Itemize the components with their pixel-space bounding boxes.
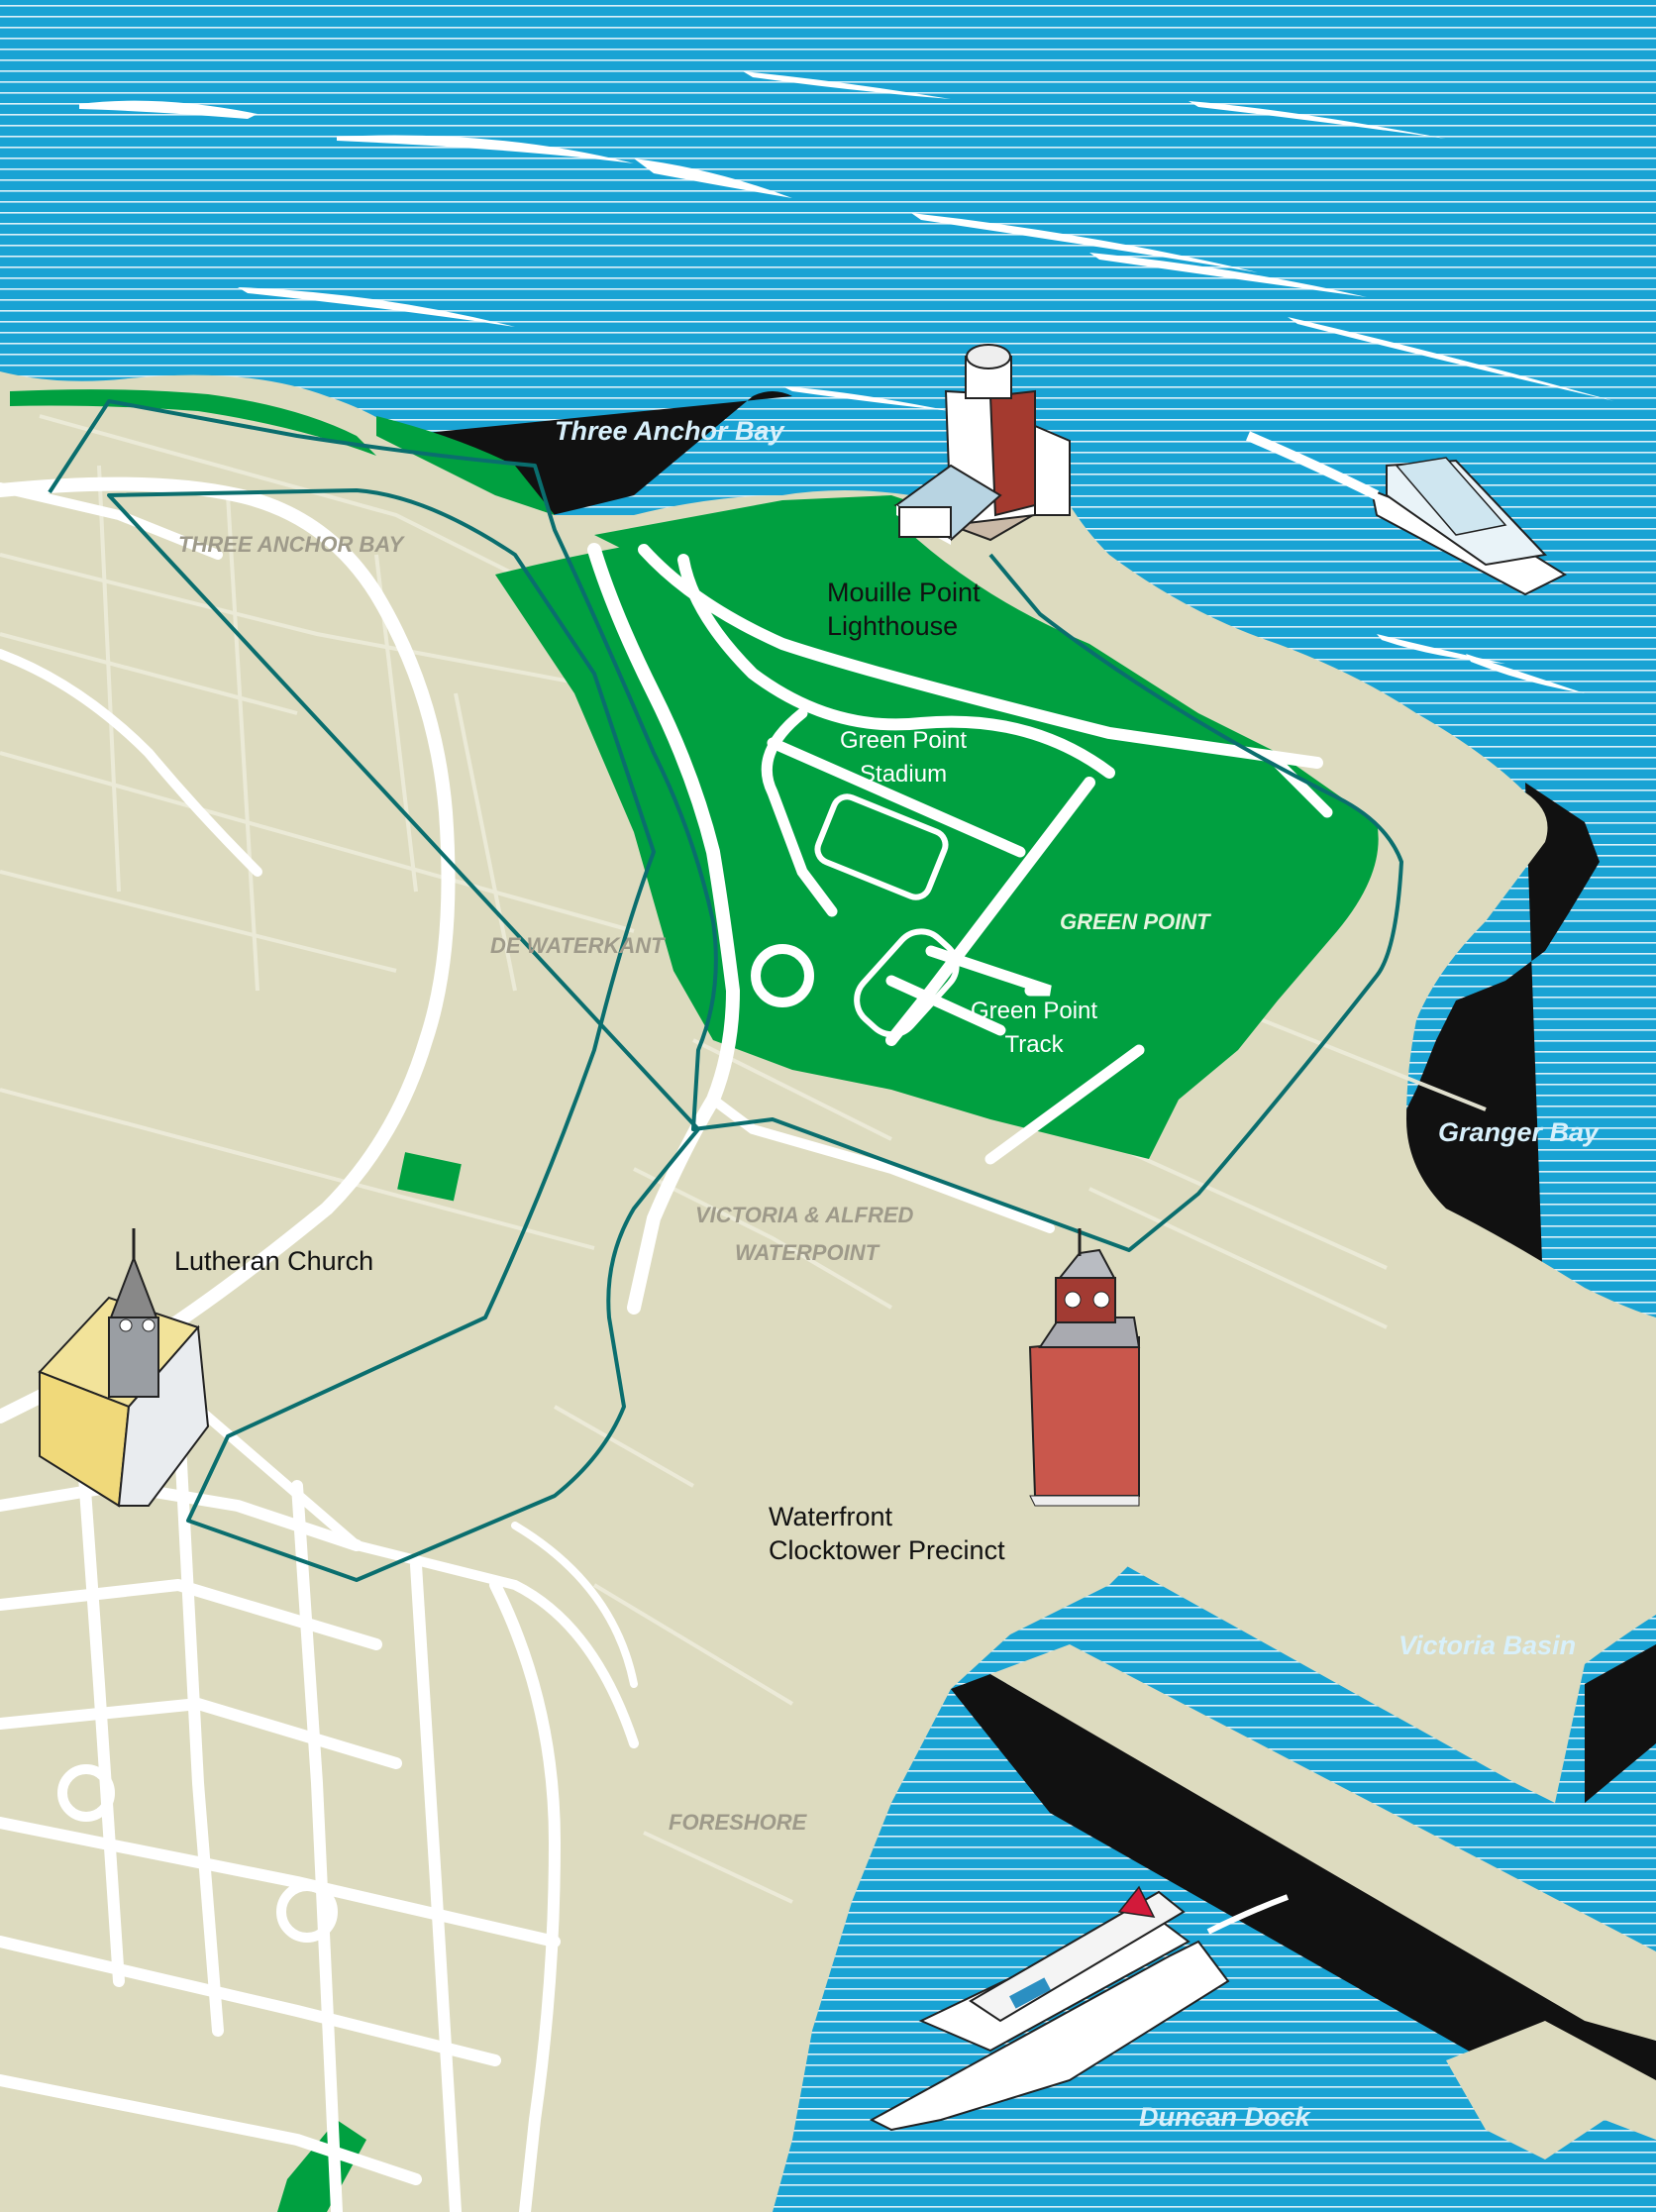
label-granger-bay: Granger Bay	[1438, 1117, 1600, 1147]
park-coast-strip	[594, 495, 951, 555]
roundabouts	[57, 944, 814, 1943]
label-track-line1: Green Point	[971, 998, 1098, 1024]
stadium-outline	[814, 793, 949, 900]
minor-streets	[0, 414, 1487, 1904]
church-icon	[38, 1228, 210, 1508]
label-area-green-point: GREEN POINT	[1060, 909, 1210, 934]
label-area-va-waterfront-2: WATERPOINT	[735, 1240, 880, 1265]
label-lighthouse-line1: Mouille Point	[827, 578, 981, 607]
lighthouse-icon	[893, 344, 1071, 545]
tour-route	[48, 399, 1403, 1582]
label-waterfront-clocktower: Waterfront Clocktower Precinct	[769, 1500, 1005, 1567]
park-paths	[638, 544, 1333, 1165]
label-green-point-stadium: Green Point Stadium	[840, 724, 967, 791]
park-strip-north	[10, 389, 376, 456]
major-roads	[0, 476, 1055, 2212]
label-clocktower-line2: Clocktower Precinct	[769, 1535, 1005, 1565]
green-point-park	[495, 515, 1379, 1159]
park-strip-north-2	[376, 416, 555, 515]
waves	[79, 71, 1614, 693]
label-three-anchor-bay-water: Three Anchor Bay	[555, 416, 784, 446]
clocktower-icon	[1028, 1228, 1141, 1507]
label-area-de-waterkant: DE WATERKANT	[490, 933, 665, 958]
label-duncan-dock: Duncan Dock	[1139, 2102, 1310, 2132]
label-clocktower-line1: Waterfront	[769, 1502, 893, 1531]
park-patch-south	[277, 2120, 366, 2212]
label-lighthouse-line2: Lighthouse	[827, 611, 959, 641]
label-green-point-track: Green Point Track	[971, 995, 1097, 1062]
label-victoria-basin: Victoria Basin	[1398, 1631, 1577, 1660]
label-lutheran-church: Lutheran Church	[174, 1246, 374, 1276]
label-area-foreshore: FORESHORE	[669, 1810, 807, 1835]
label-mouille-point-lighthouse: Mouille Point Lighthouse	[827, 576, 981, 643]
label-stadium-line2: Stadium	[860, 761, 948, 788]
cruise-ship-icon	[869, 1885, 1290, 2132]
label-track-line2: Track	[1004, 1031, 1064, 1058]
pier-east	[990, 1644, 1656, 2041]
label-area-va-waterfront-1: VICTORIA & ALFRED	[695, 1203, 914, 1227]
ferry-icon	[1246, 431, 1568, 596]
label-area-three-anchor-bay: THREE ANCHOR BAY	[178, 532, 404, 557]
label-stadium-line1: Green Point	[840, 727, 968, 754]
track-outline	[854, 928, 960, 1038]
pier-south	[1446, 2021, 1656, 2159]
park-patch-small	[397, 1152, 462, 1202]
